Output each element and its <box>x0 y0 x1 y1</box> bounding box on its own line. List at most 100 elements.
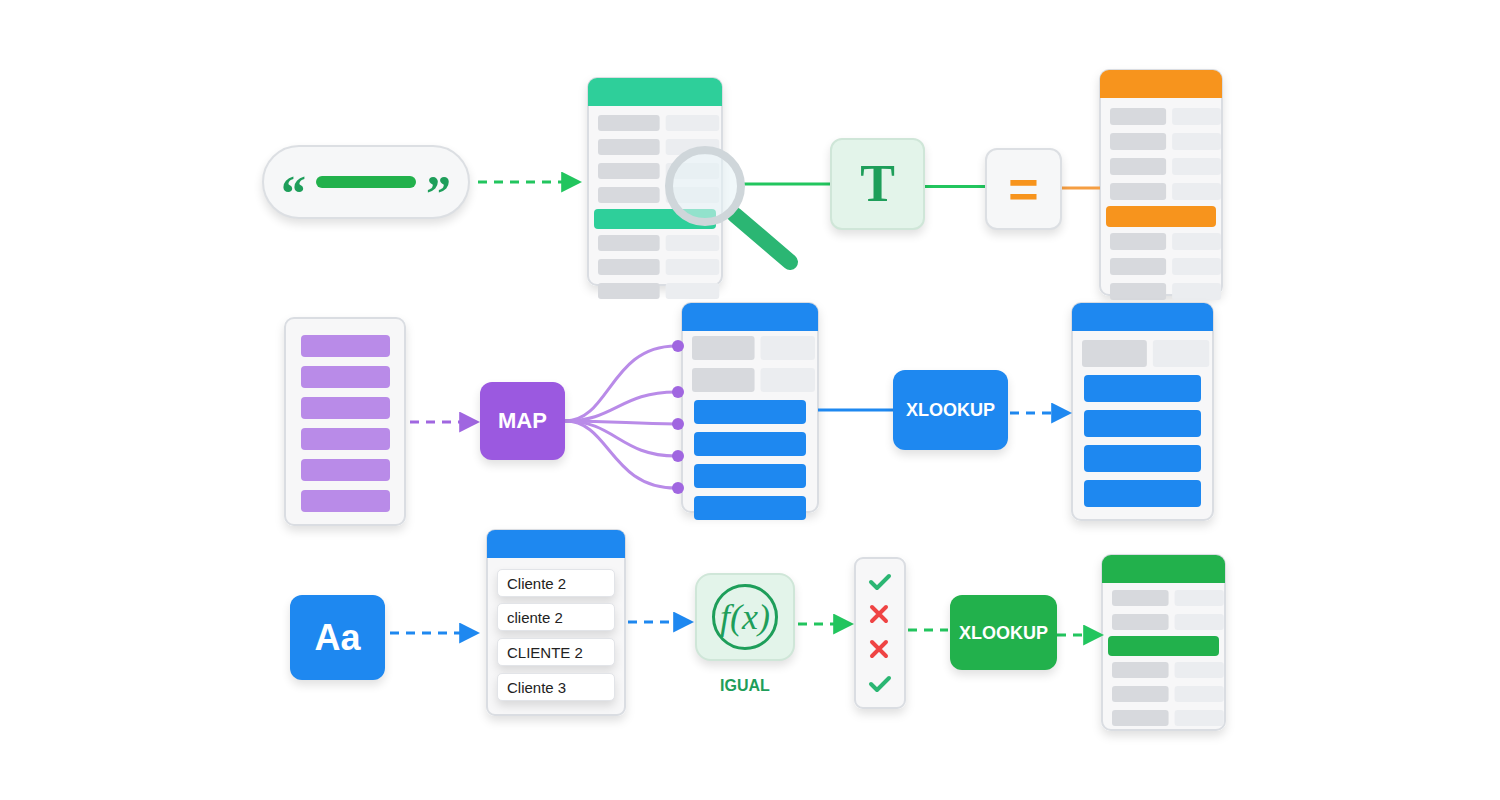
table-cell <box>1112 662 1169 678</box>
table-icon <box>682 303 818 520</box>
table-cell <box>1172 233 1221 250</box>
item-text: CLIENTE 2 <box>507 645 583 660</box>
table-cell <box>1110 258 1166 275</box>
box-label: XLOOKUP <box>906 401 995 419</box>
box-label: = <box>1008 163 1038 215</box>
list-row <box>301 459 390 481</box>
function-name: IGUAL <box>697 677 793 695</box>
table-header <box>1072 303 1213 331</box>
table-cell <box>1110 283 1166 300</box>
table-cell <box>1112 590 1169 606</box>
table-cell <box>666 115 720 131</box>
table-cell <box>761 368 815 392</box>
list-item: CLIENTE 2 <box>497 638 615 666</box>
table-row <box>694 464 806 488</box>
table-cell <box>1153 340 1209 367</box>
function-box: XLOOKUP <box>950 595 1057 670</box>
table-cell <box>598 283 660 299</box>
table-cell <box>666 235 720 251</box>
text-bar <box>316 176 416 188</box>
table-body <box>1100 70 1222 295</box>
list-item: Cliente 3 <box>497 673 615 701</box>
table-cell <box>1172 183 1221 200</box>
purple-list <box>285 318 405 525</box>
table-icon <box>1102 555 1225 730</box>
table-cell <box>1112 614 1169 630</box>
list-panel <box>487 530 625 715</box>
table-cell <box>1082 340 1147 367</box>
table-cell <box>1110 233 1166 250</box>
table-cell <box>1175 614 1224 630</box>
table-cell <box>1172 158 1221 175</box>
table-row <box>694 496 806 520</box>
table-cell <box>666 259 720 275</box>
table-body <box>1102 555 1225 730</box>
table-cell <box>1172 133 1221 150</box>
quote-mark: ” <box>426 168 451 218</box>
function-box: XLOOKUP <box>893 370 1008 450</box>
table-icon <box>1100 70 1222 300</box>
table-cell <box>1172 258 1221 275</box>
table-row <box>1084 375 1201 402</box>
table-row <box>1084 445 1201 472</box>
table-cell <box>761 336 815 360</box>
table-cell <box>1172 108 1221 125</box>
table-cell <box>598 235 660 251</box>
quote-pill: “” <box>262 145 470 219</box>
item-text: Cliente 2 <box>507 576 566 591</box>
function-box: Aa <box>290 595 385 680</box>
magnifier <box>669 150 790 262</box>
list-row <box>301 366 390 388</box>
list-row <box>301 397 390 419</box>
table-cell <box>598 259 660 275</box>
table-cell <box>1110 158 1166 175</box>
table-row <box>1084 410 1201 437</box>
checklist <box>855 558 905 708</box>
list-row <box>301 428 390 450</box>
item-text: Cliente 3 <box>507 680 566 695</box>
table-row <box>1084 480 1201 507</box>
table-cell <box>598 163 660 179</box>
table-cell <box>1172 283 1221 300</box>
function-box: = <box>985 148 1062 230</box>
function-symbol: f(x) <box>712 584 778 650</box>
table-cell <box>1112 686 1169 702</box>
table-row <box>694 432 806 456</box>
table-header <box>1100 70 1222 98</box>
list-row <box>301 335 390 357</box>
function-box: MAP <box>480 382 565 460</box>
list-item: cliente 2 <box>497 603 615 631</box>
table-header <box>588 78 722 106</box>
table-cell <box>1112 710 1169 726</box>
table-header <box>1102 555 1225 583</box>
table-cell <box>1175 686 1224 702</box>
connector <box>925 185 985 188</box>
box-label: T <box>860 158 895 210</box>
table-cell <box>598 115 660 131</box>
box-label: XLOOKUP <box>959 624 1048 642</box>
table-cell <box>1175 710 1224 726</box>
table-cell <box>1110 108 1166 125</box>
table-cell <box>1175 662 1224 678</box>
table-body <box>1072 303 1213 520</box>
table-row <box>694 400 806 424</box>
table-highlight <box>1106 206 1216 227</box>
table-cell <box>598 187 660 203</box>
table-body <box>682 303 818 512</box>
table-cell <box>666 283 720 299</box>
quote-mark: “ <box>281 168 306 218</box>
table-cell <box>598 139 660 155</box>
item-text: cliente 2 <box>507 610 563 625</box>
list-item: Cliente 2 <box>497 569 615 597</box>
list-row <box>301 490 390 512</box>
box-label: Aa <box>314 620 360 656</box>
table-cell <box>1110 183 1166 200</box>
table-cell <box>692 368 755 392</box>
list-body <box>285 318 405 525</box>
table-cell <box>1175 590 1224 606</box>
table-highlight <box>1108 636 1219 656</box>
box-label: MAP <box>498 410 547 432</box>
function-box: f(x)IGUAL <box>695 573 795 661</box>
function-box: T <box>830 138 925 230</box>
